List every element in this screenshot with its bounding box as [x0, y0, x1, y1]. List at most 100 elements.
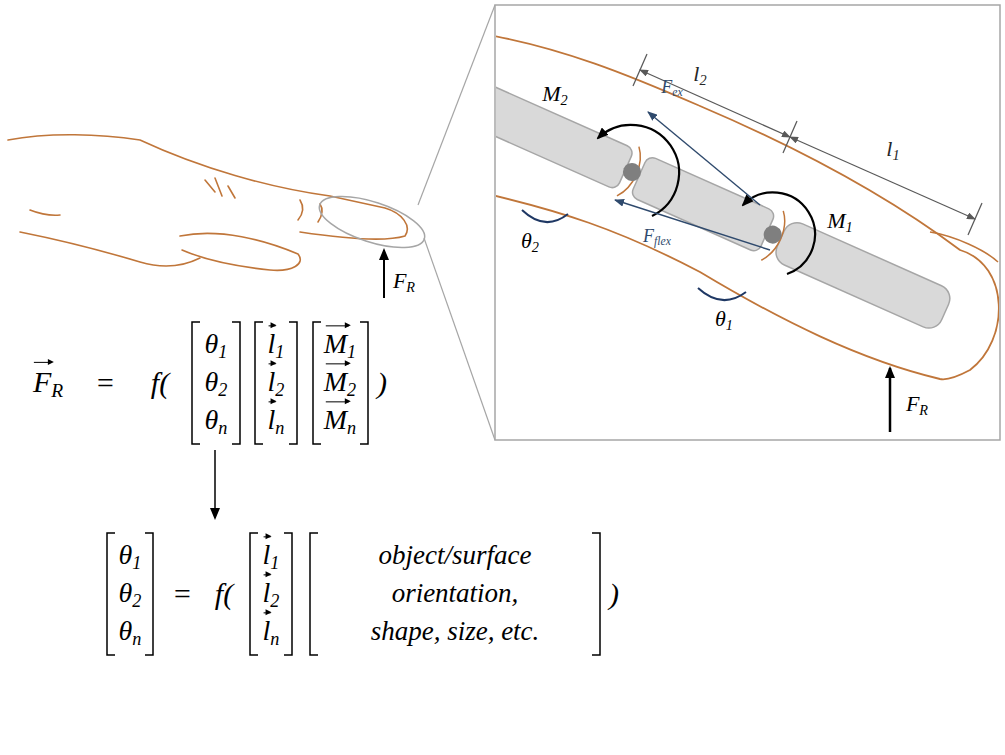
subscript: R — [406, 279, 415, 295]
symbol: θ — [205, 328, 219, 359]
equation-term: ) — [377, 364, 387, 402]
equation-term: ln — [263, 613, 280, 650]
symbol: F — [393, 268, 406, 293]
equation-term: ) — [609, 575, 619, 613]
equation-term: M1 — [324, 326, 356, 363]
moment-arc — [598, 125, 679, 216]
subscript: 1 — [218, 342, 227, 362]
symbol: l — [263, 613, 271, 648]
bones — [496, 46, 956, 337]
bone — [496, 49, 635, 190]
symbol: θ — [521, 228, 532, 253]
zoom-line — [424, 238, 495, 440]
force-arrow — [615, 200, 770, 250]
equation-term: shape, size, etc. — [371, 615, 540, 649]
symbol: l — [268, 364, 276, 399]
subscript: 2 — [532, 239, 539, 255]
subscript: 2 — [132, 591, 141, 611]
subscript: 1 — [726, 317, 733, 333]
equation-term: θ1 — [119, 537, 142, 574]
hand-sketch — [8, 135, 407, 271]
thumb-outline — [180, 233, 300, 270]
equation-term: θ1 — [205, 326, 228, 363]
subscript: 1 — [275, 342, 284, 362]
equation-term: θ2 — [119, 575, 142, 612]
subscript: ex — [672, 86, 682, 99]
matrix-brackets — [107, 322, 600, 655]
figure-label: Fex — [661, 76, 682, 101]
subscript: 2 — [275, 380, 284, 400]
subscript: 1 — [270, 553, 279, 573]
equation-term: θn — [119, 613, 142, 650]
subscript: n — [270, 629, 279, 649]
symbol: θ — [205, 366, 219, 397]
symbol: l — [886, 136, 892, 161]
finger-outline — [496, 32, 999, 379]
dimension-line — [640, 70, 790, 137]
equation-term: l2 — [263, 575, 280, 612]
implication-arrow — [214, 450, 216, 518]
hand-outline — [8, 135, 407, 239]
knuckle-lines — [298, 200, 322, 222]
symbol: θ — [205, 404, 219, 435]
symbol: F — [906, 391, 919, 416]
equation-term: FR — [33, 363, 63, 403]
symbol: M — [324, 364, 347, 399]
joint-line — [761, 211, 791, 264]
figure-label: FR — [393, 267, 415, 296]
subscript: 1 — [347, 342, 356, 362]
subscript: R — [919, 402, 928, 418]
equation-term: = — [172, 575, 192, 613]
symbol: θ — [119, 615, 133, 646]
symbol: θ — [715, 306, 726, 331]
symbol: θ — [119, 577, 133, 608]
symbol: M — [324, 326, 347, 361]
figure-label: l2 — [693, 60, 706, 89]
subscript: n — [218, 418, 227, 438]
figure-label: l1 — [886, 135, 899, 164]
force-arrow — [383, 250, 385, 298]
equation-term: object/surface — [379, 539, 532, 573]
figure-label: Fflex — [643, 225, 671, 250]
joint-line — [617, 147, 647, 200]
equation-term: l1 — [268, 326, 285, 363]
subscript: 1 — [846, 219, 853, 235]
subscript: 2 — [347, 380, 356, 400]
symbol: F — [643, 226, 654, 246]
equation-term: ln — [268, 402, 285, 439]
symbol: l — [268, 402, 276, 437]
subscript: flex — [654, 235, 671, 248]
equation-term: M2 — [324, 364, 356, 401]
dimension-tick — [783, 121, 797, 153]
equation-term: l2 — [268, 364, 285, 401]
equation-term: θ2 — [205, 364, 228, 401]
dimension-lines — [633, 54, 982, 235]
symbol: l — [263, 575, 271, 610]
bone — [772, 218, 955, 332]
equation-term: orientation, — [392, 577, 519, 611]
moment-arc — [743, 192, 815, 274]
subscript: R — [51, 380, 63, 401]
symbol: M — [324, 402, 347, 437]
hand-outline — [20, 232, 200, 266]
force-arrow — [889, 368, 892, 432]
equation-term: = — [95, 364, 115, 402]
equation-term: Mn — [324, 402, 356, 439]
force-arrow — [648, 112, 760, 205]
symbol: θ — [119, 539, 133, 570]
hand-line — [30, 210, 60, 215]
symbol: M — [542, 81, 560, 106]
subscript: 1 — [892, 147, 899, 163]
subscript: n — [132, 629, 141, 649]
equation-term: l1 — [263, 537, 280, 574]
subscript: n — [275, 418, 284, 438]
subscript: 2 — [218, 380, 227, 400]
bone — [630, 155, 776, 253]
zoom-line — [418, 5, 495, 205]
equation-term: f( — [151, 364, 169, 402]
equation-term: θn — [205, 402, 228, 439]
subscript: 2 — [699, 72, 706, 88]
angle-arc — [698, 288, 746, 300]
symbol: F — [33, 363, 51, 401]
